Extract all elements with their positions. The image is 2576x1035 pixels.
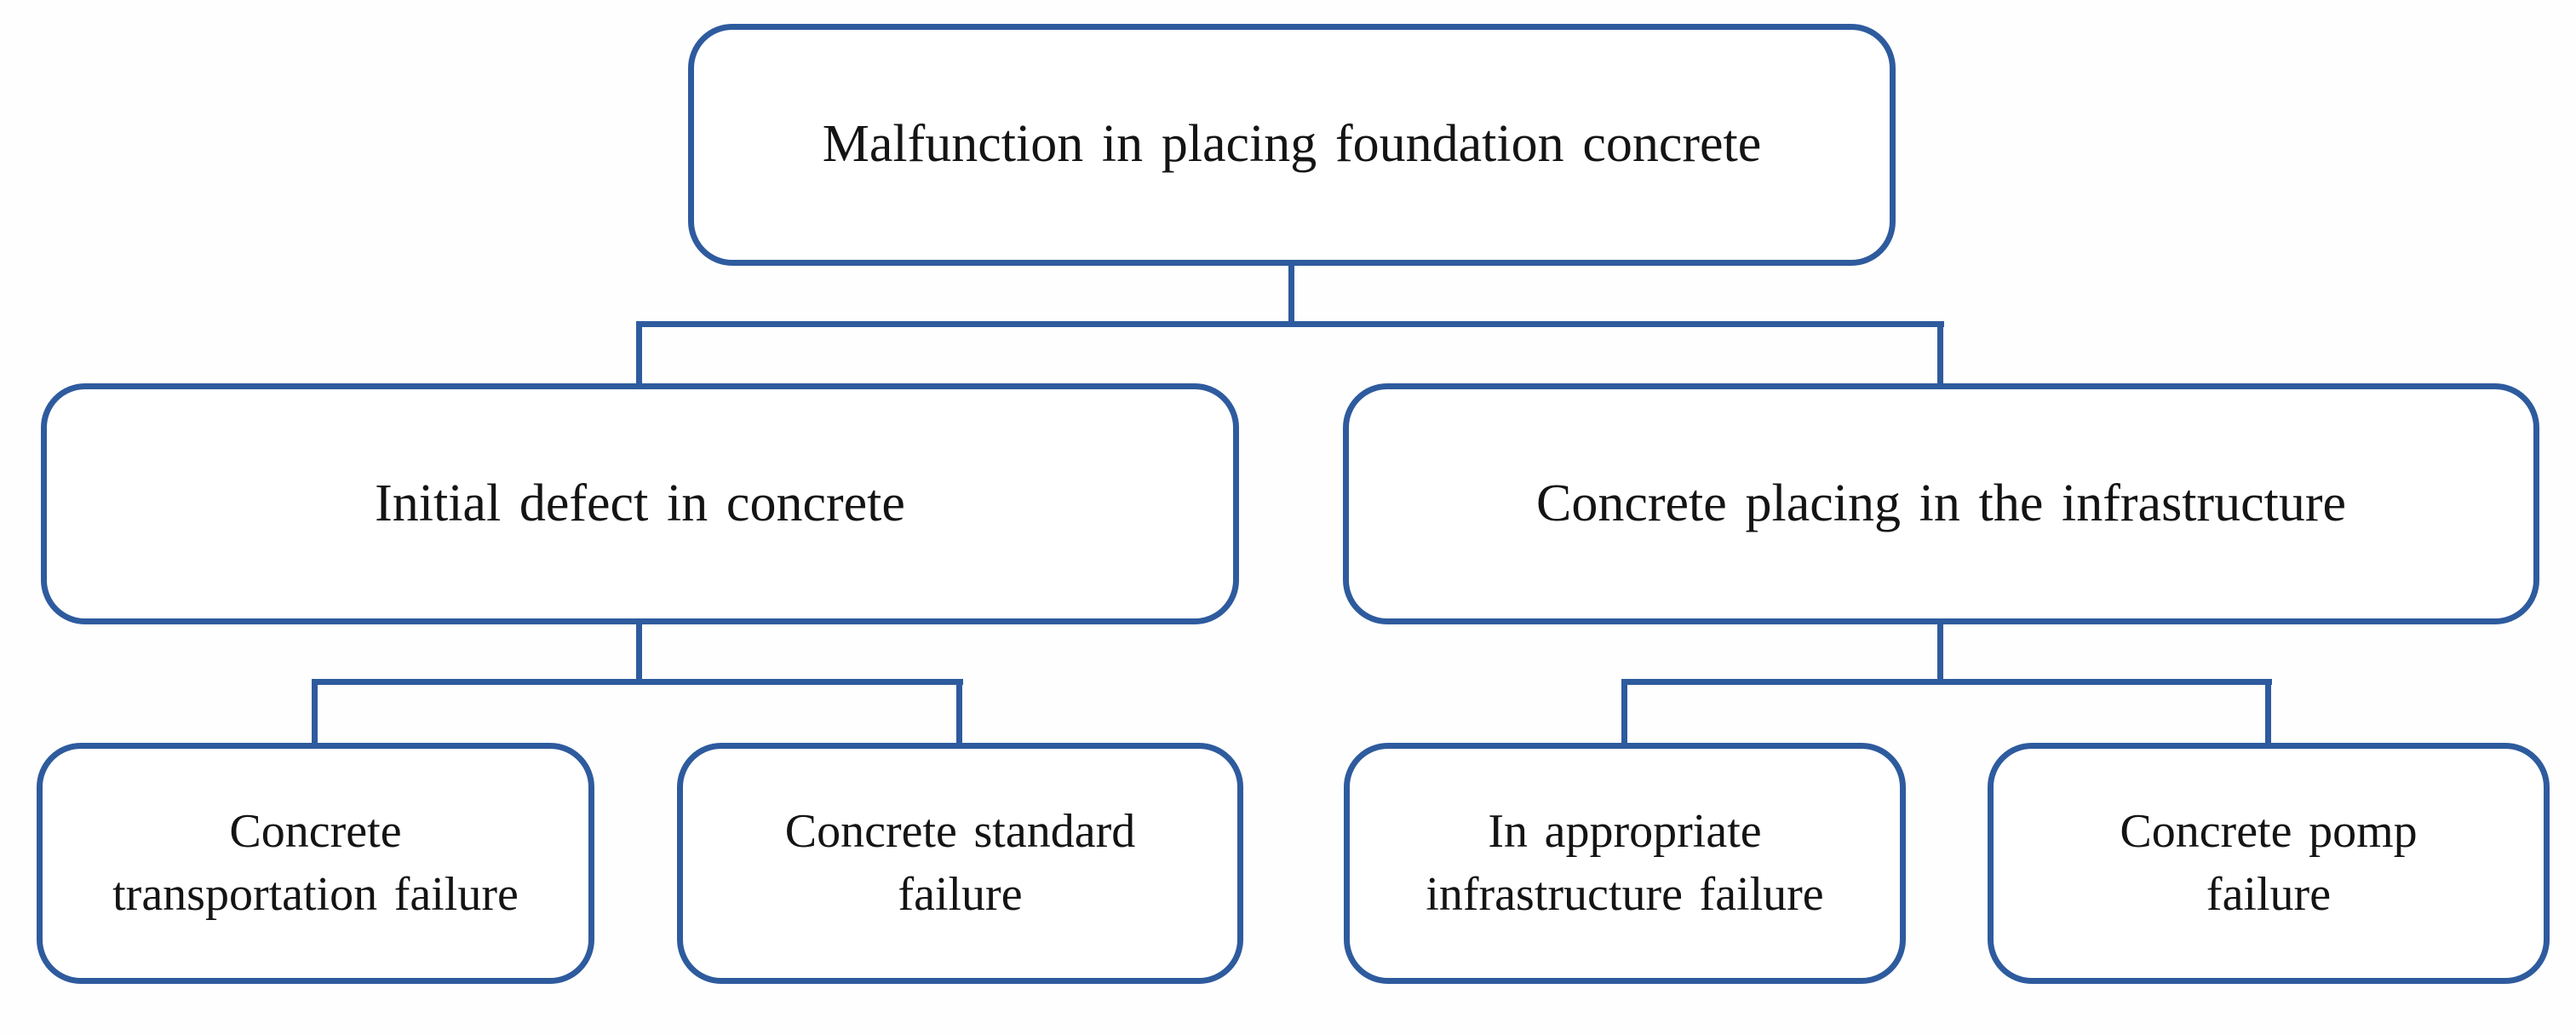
label-line: Concrete: [229, 804, 402, 858]
label-line: Concrete pomp: [2120, 804, 2418, 858]
connector-drop-leaf-2: [956, 679, 962, 746]
node-concrete-placing: Concrete placing in the infrastructure: [1343, 383, 2539, 624]
node-standard-failure-label: Concrete standard failure: [763, 801, 1157, 927]
node-transportation-failure: Concrete transportation failure: [37, 743, 594, 984]
node-root-label: Malfunction in placing foundation concre…: [822, 115, 1762, 174]
node-infrastructure-failure: In appropriate infrastructure failure: [1344, 743, 1906, 984]
node-initial-defect: Initial defect in concrete: [41, 383, 1239, 624]
node-initial-defect-label: Initial defect in concrete: [375, 474, 905, 532]
connector-drop-right-branch: [1937, 321, 1943, 387]
connector-drop-leaf-3: [1621, 679, 1627, 746]
connector-left-branch-stub: [636, 621, 642, 685]
node-pomp-failure: Concrete pomp failure: [1988, 743, 2550, 984]
node-infrastructure-failure-label: In appropriate infrastructure failure: [1403, 801, 1845, 927]
label-line: In appropriate: [1488, 804, 1762, 858]
label-line: failure: [2206, 867, 2332, 921]
node-standard-failure: Concrete standard failure: [677, 743, 1243, 984]
node-pomp-failure-label: Concrete pomp failure: [2097, 801, 2439, 927]
node-transportation-failure-label: Concrete transportation failure: [90, 801, 541, 927]
label-line: Concrete standard: [784, 804, 1136, 858]
connector-drop-leaf-4: [2265, 679, 2271, 746]
connector-left-branch-horizontal: [312, 679, 963, 685]
connector-drop-left-branch: [636, 321, 642, 387]
connector-level1-horizontal: [636, 321, 1944, 327]
label-line: infrastructure failure: [1426, 867, 1824, 921]
node-concrete-placing-label: Concrete placing in the infrastructure: [1536, 474, 2346, 532]
label-line: transportation failure: [112, 867, 519, 921]
label-line: failure: [898, 867, 1023, 921]
connector-right-branch-horizontal: [1621, 679, 2272, 685]
connector-root-stub: [1288, 262, 1294, 327]
connector-right-branch-stub: [1937, 621, 1943, 685]
node-malfunction-root: Malfunction in placing foundation concre…: [688, 24, 1896, 266]
connector-drop-leaf-1: [312, 679, 318, 746]
